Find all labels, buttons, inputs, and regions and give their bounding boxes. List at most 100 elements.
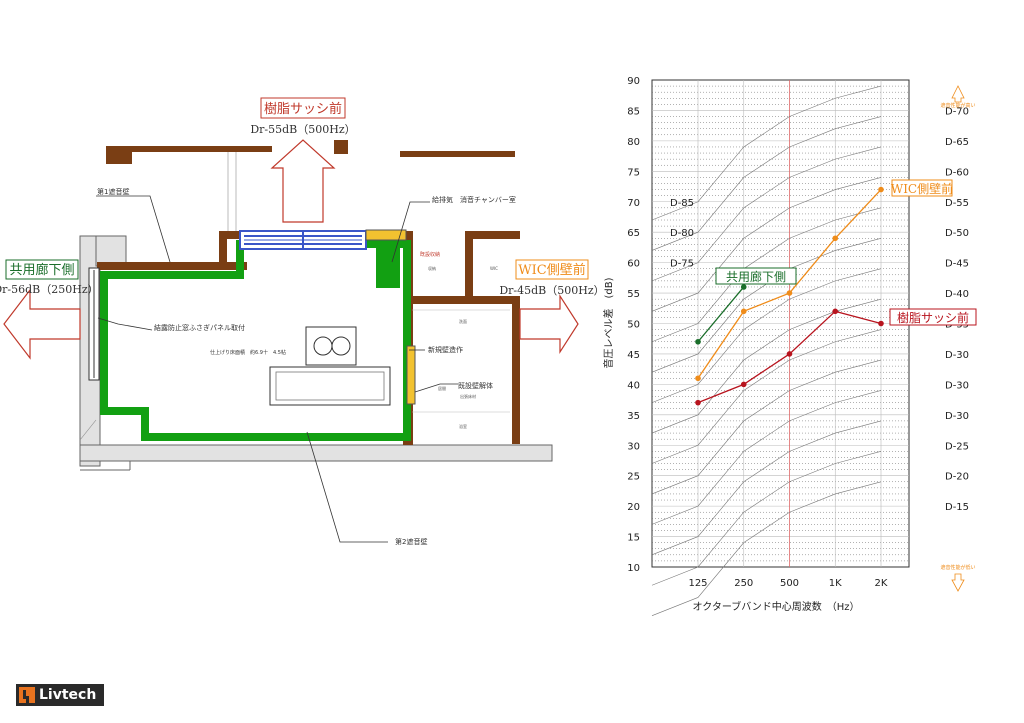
d-rating-label: D-60 <box>945 167 969 178</box>
y-tick-label: 55 <box>627 289 640 300</box>
y-tick-label: 50 <box>627 320 640 331</box>
small-note-4: 洗面 <box>459 318 467 324</box>
data-point <box>832 235 839 242</box>
existing-wall-label: 既設壁解体 <box>458 381 493 390</box>
wall-segment-c <box>219 231 241 239</box>
x-tick-label: 2K <box>875 578 888 589</box>
x-tick-label: 1K <box>829 578 842 589</box>
d-rating-label: D-30 <box>945 411 969 422</box>
wall-segment-f <box>465 231 473 303</box>
data-point <box>878 320 884 327</box>
x-tick-label: 125 <box>688 578 707 589</box>
y-tick-label: 90 <box>627 76 640 87</box>
inner-d-label: D-75 <box>670 259 694 270</box>
y-tick-label: 40 <box>627 380 640 391</box>
corridor-label: 共用廊下側 <box>9 262 74 278</box>
d-rating-label: D-30 <box>945 350 969 361</box>
data-point <box>786 290 793 296</box>
y-tick-label: 45 <box>627 350 640 361</box>
y-tick-label: 30 <box>627 441 640 452</box>
small-note-1: 出張床材 <box>460 393 476 399</box>
d-rating-label: D-25 <box>945 441 969 452</box>
small-note-5: WIC <box>490 266 498 271</box>
top-right-note: 遮音性能が高い <box>940 102 975 109</box>
d-rating-curve <box>651 359 882 495</box>
wic-series-label: WIC側壁前 <box>891 181 953 196</box>
d-rating-curve <box>651 420 882 556</box>
y-tick-label: 70 <box>627 198 640 209</box>
resin-sash-label-box <box>260 97 346 119</box>
data-point <box>695 375 701 382</box>
d-rating-label: D-30 <box>945 380 969 391</box>
y-tick-label: 75 <box>627 167 640 178</box>
d-rating-curve <box>651 481 882 616</box>
series-line <box>697 286 745 343</box>
y-axis-label: 音圧レベル差 (dB) <box>602 277 615 368</box>
vent-chamber <box>365 229 407 241</box>
wic-label-box <box>515 259 589 280</box>
d-rating-curves <box>651 85 882 616</box>
x-tick-label: 500 <box>780 578 799 589</box>
sofa <box>269 366 391 406</box>
wic-series-box <box>891 179 953 197</box>
small-note-2: 既設収納 <box>420 251 440 258</box>
corridor-label-box <box>5 259 79 280</box>
y-tick-label: 25 <box>627 472 640 483</box>
logo-text: Livtech <box>39 687 97 703</box>
exterior-wall-top <box>106 146 272 152</box>
d-rating-label: D-15 <box>945 502 969 513</box>
wall2-label: 第2遮音壁 <box>395 537 427 546</box>
wall-segment-a <box>97 262 247 270</box>
up-arrow-icon <box>951 85 965 103</box>
data-point <box>786 351 793 357</box>
d-rating-label: D-20 <box>945 472 969 483</box>
y-tick-label: 15 <box>627 533 640 544</box>
down-arrow-icon <box>951 573 965 592</box>
x-tick-label: 250 <box>734 578 753 589</box>
d-rating-curve <box>651 116 882 251</box>
window-panel-label: 結露防止窓ふさぎパネル取付 <box>154 323 245 332</box>
d-rating-curve <box>651 451 882 586</box>
d-rating-label: D-70 <box>945 106 969 117</box>
y-tick-label: 65 <box>627 228 640 239</box>
data-point <box>695 338 701 345</box>
d-rating-curve <box>651 329 882 464</box>
room-spec: 仕上げり床面積 約6.9十 4.5帖 <box>210 349 286 356</box>
new-wall <box>406 345 416 405</box>
left-pillar <box>95 235 127 267</box>
d-rating-label: D-55 <box>945 198 969 209</box>
corridor-series-box <box>715 267 797 285</box>
sash-series-box <box>889 308 977 326</box>
y-tick-label: 80 <box>627 137 640 148</box>
sash-direction-arrow <box>270 139 336 223</box>
corridor-value: Dr-56dB（250Hz） <box>0 283 99 296</box>
d-rating-label: D-65 <box>945 137 969 148</box>
d-rating-curve <box>651 177 882 312</box>
small-note-7: 浴室 <box>459 423 467 429</box>
corridor-direction-arrow <box>3 288 81 360</box>
wic-value: Dr-45dB（500Hz） <box>499 284 604 297</box>
d-rating-curve <box>651 207 882 343</box>
data-point <box>740 308 747 315</box>
d-rating-curve <box>651 298 882 434</box>
data-point <box>740 381 747 388</box>
wall-segment-g <box>410 296 520 304</box>
inner-d-label: D-80 <box>670 228 694 239</box>
exterior-pillar <box>334 140 348 154</box>
sound-level-chart: 10 15 20 25 30 35 40 45 50 55 60 65 70 75 80 85 90 125 250… <box>602 76 977 616</box>
d-rating-curve <box>651 85 882 221</box>
floor-plan: 樹脂サッシ前 Dr-55dB（500Hz） 共用廊下側 Dr-56dB（250H… <box>0 97 605 546</box>
y-tick-label: 60 <box>627 259 640 270</box>
data-point <box>878 186 884 193</box>
data-point <box>832 308 839 315</box>
resin-sash-value: Dr-55dB（500Hz） <box>250 123 355 136</box>
d-rating-label: D-40 <box>945 289 969 300</box>
data-point <box>740 284 747 290</box>
corridor-series-label: 共用廊下側 <box>726 269 786 284</box>
y-tick-label: 20 <box>627 502 640 513</box>
y-tick-label: 10 <box>627 563 640 574</box>
second-sound-wall <box>100 240 411 441</box>
y-tick-label: 35 <box>627 411 640 422</box>
sash-series-label: 樹脂サッシ前 <box>897 310 969 325</box>
y-tick-label: 85 <box>627 106 640 117</box>
